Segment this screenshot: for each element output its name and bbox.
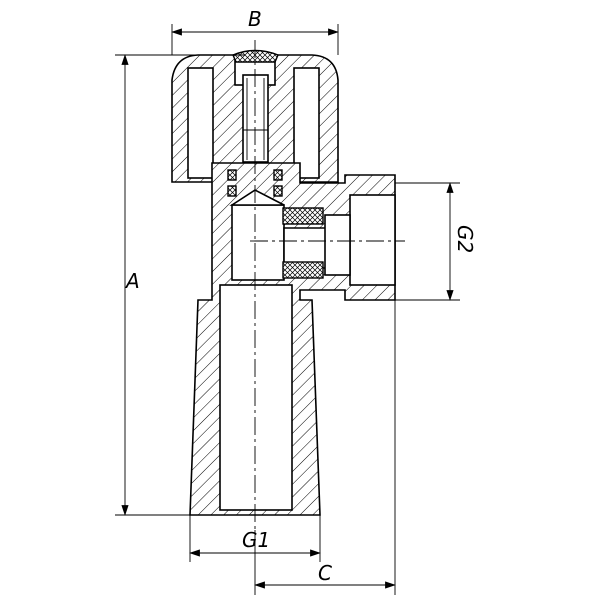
- label-g2: G2: [453, 225, 477, 253]
- label-b: B: [248, 7, 262, 31]
- dimension-b: B: [171, 7, 339, 55]
- dimension-c: C: [254, 300, 396, 595]
- dimension-g1: G1: [189, 515, 321, 562]
- center-lines: [250, 40, 405, 530]
- handle-knob: [171, 49, 339, 183]
- valve-body: [189, 162, 396, 516]
- dimension-a: A: [115, 54, 245, 516]
- dimension-g2: G2: [395, 182, 477, 301]
- label-g1: G1: [242, 528, 270, 552]
- label-a: A: [124, 269, 140, 293]
- label-c: C: [318, 561, 332, 585]
